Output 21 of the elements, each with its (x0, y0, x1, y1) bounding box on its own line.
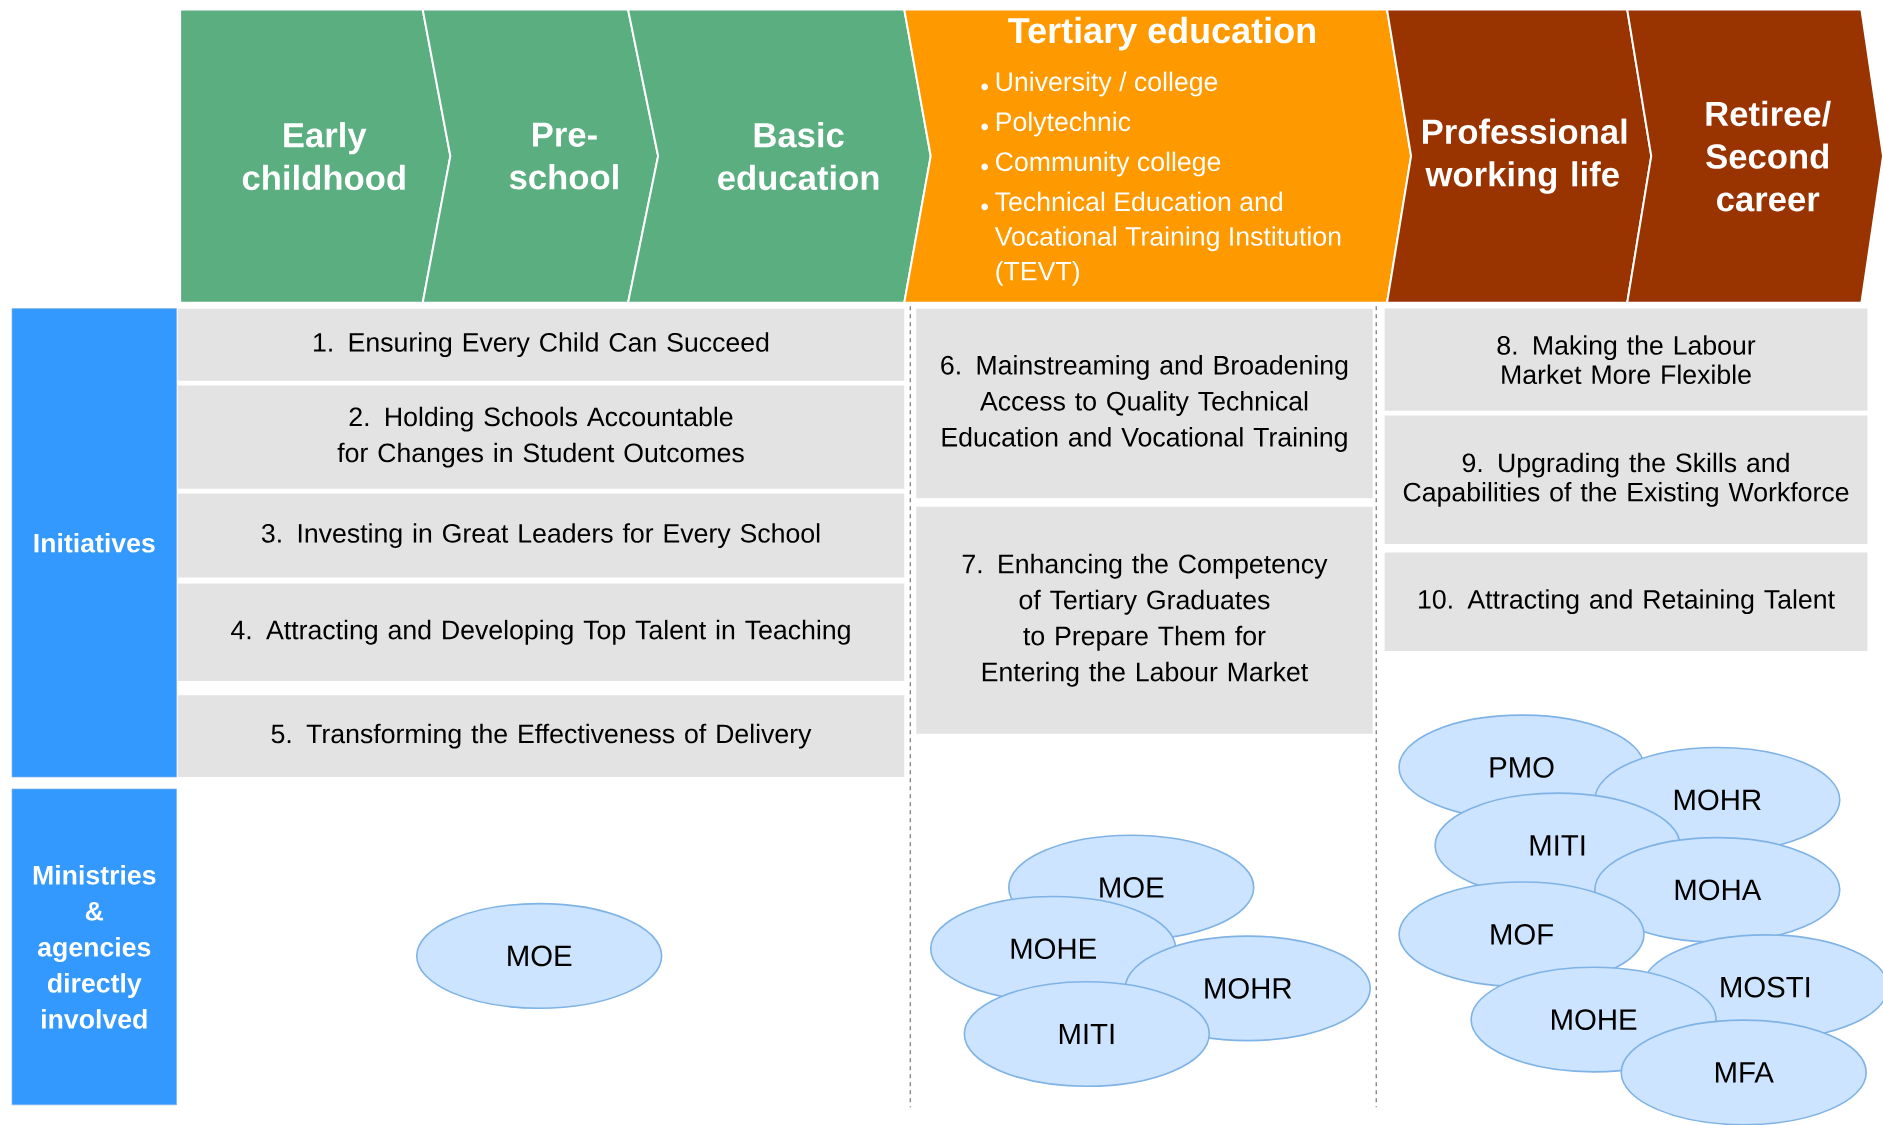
initiative-box: 9. Upgrading the Skills and Capabilities of the Existing Workforce (1384, 415, 1868, 544)
node-label: Retiree/ Second career (1706, 100, 1831, 212)
row-header: Ministries & agencies directly involved (11, 788, 177, 1106)
initiative-box: 6. Mainstreaming and Broadening Access to Quality Technical Education and Vocational Training (916, 308, 1373, 499)
initiative-box: 3. Investing in Great Leaders for Every School (177, 493, 905, 578)
stage-banner: Basic education (626, 8, 932, 304)
node-label: MFA (1715, 1062, 1774, 1083)
node-label: MOSTI (1721, 976, 1810, 998)
stage-banner: Pre- school (421, 8, 660, 304)
stage-banner: Tertiary education University / college Polytechnic Community college Technical Education and Vocational Training Institution (TEVT) (903, 8, 1413, 304)
stage-banner: Professional working life (1385, 8, 1653, 304)
initiative-box: 7. Enhancing the Competency of Tertiary Graduates to Prepare Them for Entering the Labour Market (916, 506, 1373, 734)
initiative-box: 10. Attracting and Retaining Talent (1384, 552, 1868, 651)
row-header: Initiatives (11, 308, 177, 778)
initiative-box: 4. Attracting and Developing Top Talent in Teaching (177, 583, 905, 681)
initiative-box: 5. Transforming the Effectiveness of Delivery (177, 695, 905, 777)
stage-banner: Retiree/ Second career (1626, 8, 1883, 304)
stage-banner: Early childhood (179, 8, 452, 304)
initiative-box: 2. Holding Schools Accountable for Changes in Student Outcomes (177, 385, 905, 489)
initiative-box: 1. Ensuring Every Child Can Succeed (177, 308, 905, 381)
initiative-box: 8. Making the Labour Market More Flexible (1384, 308, 1868, 411)
